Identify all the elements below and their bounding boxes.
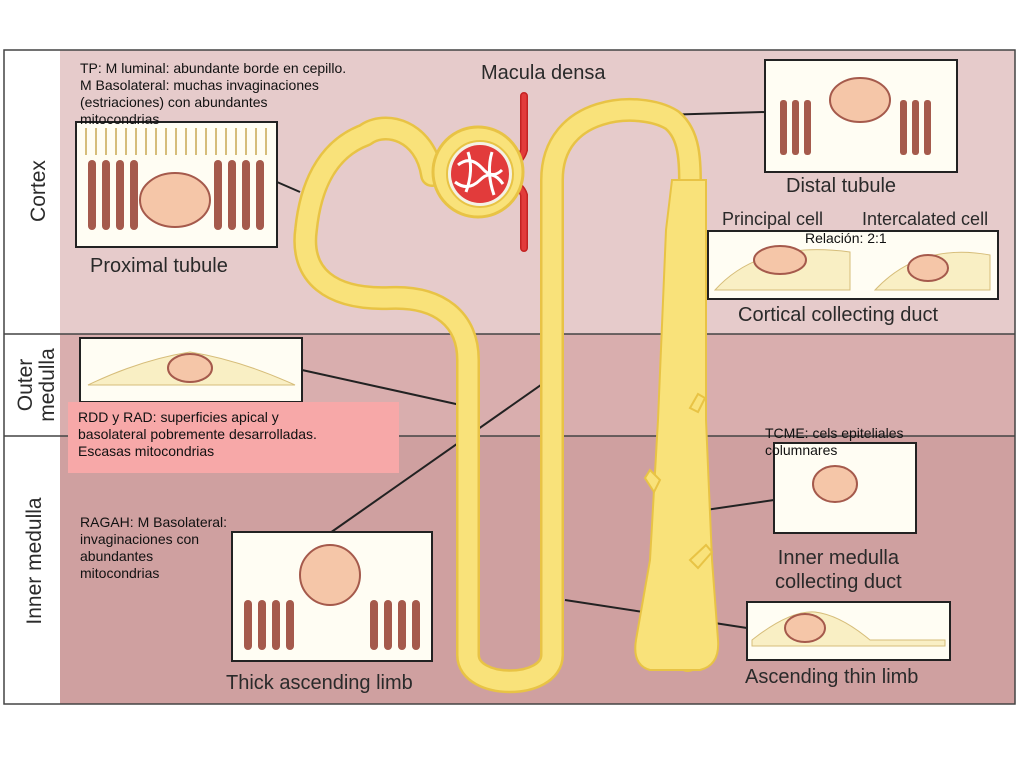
region-label-column (4, 50, 60, 704)
label-cortical-collecting-duct: Cortical collecting duct (738, 304, 939, 326)
note-ragah-line: abundantes (80, 548, 154, 564)
rdd-note-background (68, 402, 399, 473)
ascending-thin-limb-cell-panel (746, 601, 951, 661)
outer-medulla-line1: Outer (14, 358, 37, 412)
note-rdd-line: RDD y RAD: superficies apical y (78, 409, 279, 425)
thick-ascending-limb-cell-panel (231, 531, 433, 662)
note-rdd-line: Escasas mitocondrias (78, 443, 215, 459)
region-label-inner-medulla: Inner medulla (23, 497, 46, 625)
outer-medulla-thin-limb-cell-panel (79, 337, 303, 403)
proximal-tubule-cell-panel (75, 121, 278, 248)
note-ragah-line: invaginaciones con (80, 531, 200, 547)
note-tp: TP: M luminal: abundante borde en cepill… (80, 60, 420, 128)
collecting-duct (634, 179, 720, 671)
cortical-collecting-duct-cell-panel (707, 230, 999, 300)
label-distal-tubule: Distal tubule (786, 175, 897, 197)
inner-medulla-cd-line1: Inner medulla (777, 547, 899, 569)
label-ascending-thin-limb: Ascending thin limb (745, 666, 919, 688)
note-ragah-line: RAGAH: M Basolateral: (80, 514, 228, 530)
region-label-cortex: Cortex (27, 160, 50, 222)
inner-medulla-cd-line2: collecting duct (775, 571, 902, 593)
figure-frame (3, 49, 1016, 705)
note-tcme: TCME: cels epiteliales columnares (765, 425, 904, 459)
note-tp-line: M Basolateral: muchas invaginaciones (80, 77, 319, 93)
note-tcme-line: TCME: cels epiteliales (765, 425, 904, 441)
note-tp-line: TP: M luminal: abundante borde en cepill… (80, 60, 347, 76)
note-rdd: RDD y RAD: superficies apical y basolate… (78, 409, 398, 460)
label-principal-cell: Principal cell (722, 209, 824, 229)
label-proximal-tubule: Proximal tubule (90, 255, 228, 277)
note-relacion: Relación: 2:1 (805, 230, 887, 246)
outer-medulla-line2: medulla (36, 348, 59, 422)
inner-medulla-cd-cell-panel (773, 442, 917, 534)
note-tp-line: (estriaciones) con abundantes (80, 94, 268, 110)
note-ragah-line: mitocondrias (80, 565, 160, 581)
nephron-tubule (293, 98, 702, 694)
label-intercalated-cell: Intercalated cell (862, 209, 989, 229)
label-inner-medulla-collecting-duct: Inner medulla collecting duct (775, 546, 902, 594)
distal-tubule-cell-panel (764, 59, 958, 173)
note-tp-line: mitocondrias (80, 111, 160, 127)
region-label-outer-medulla: Outer medulla (14, 330, 61, 440)
note-tcme-line: columnares (765, 442, 838, 458)
note-rdd-line: basolateral pobremente desarrolladas. (78, 426, 317, 442)
note-ragah: RAGAH: M Basolateral: invaginaciones con… (80, 514, 227, 582)
bowmans-capsule (431, 125, 525, 219)
label-thick-ascending-limb: Thick ascending limb (226, 672, 413, 694)
label-macula-densa: Macula densa (481, 62, 606, 84)
